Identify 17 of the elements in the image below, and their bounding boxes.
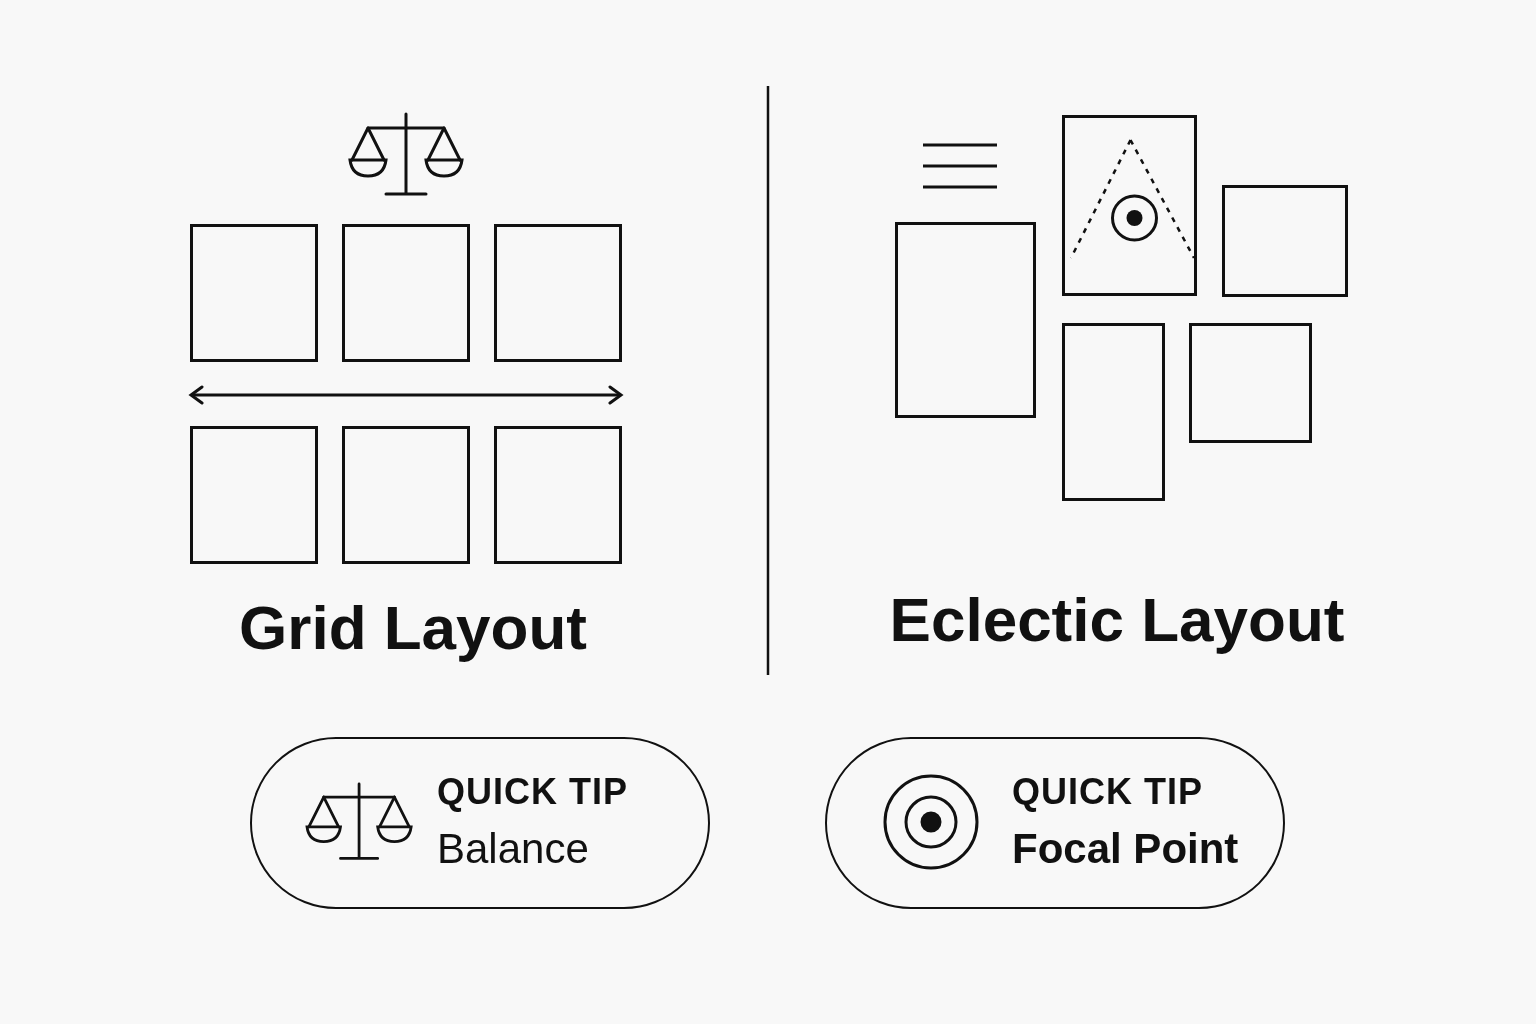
picture-frame bbox=[494, 426, 622, 564]
picture-frame bbox=[190, 426, 318, 564]
picture-frame bbox=[895, 222, 1036, 418]
tip-label: QUICK TIP bbox=[437, 771, 628, 813]
tip-title: Focal Point bbox=[1012, 825, 1239, 873]
layout-heading: Eclectic Layout bbox=[889, 584, 1345, 655]
focal-frame bbox=[1062, 115, 1197, 296]
picture-frame bbox=[1222, 185, 1348, 297]
picture-frame bbox=[342, 224, 470, 362]
tip-title: Balance bbox=[437, 825, 589, 873]
picture-frame bbox=[342, 426, 470, 564]
picture-frame bbox=[1189, 323, 1312, 443]
picture-frame bbox=[1062, 323, 1165, 501]
layout-heading: Grid Layout bbox=[239, 592, 587, 663]
tip-label: QUICK TIP bbox=[1012, 771, 1203, 813]
picture-frame bbox=[190, 224, 318, 362]
picture-frame bbox=[494, 224, 622, 362]
